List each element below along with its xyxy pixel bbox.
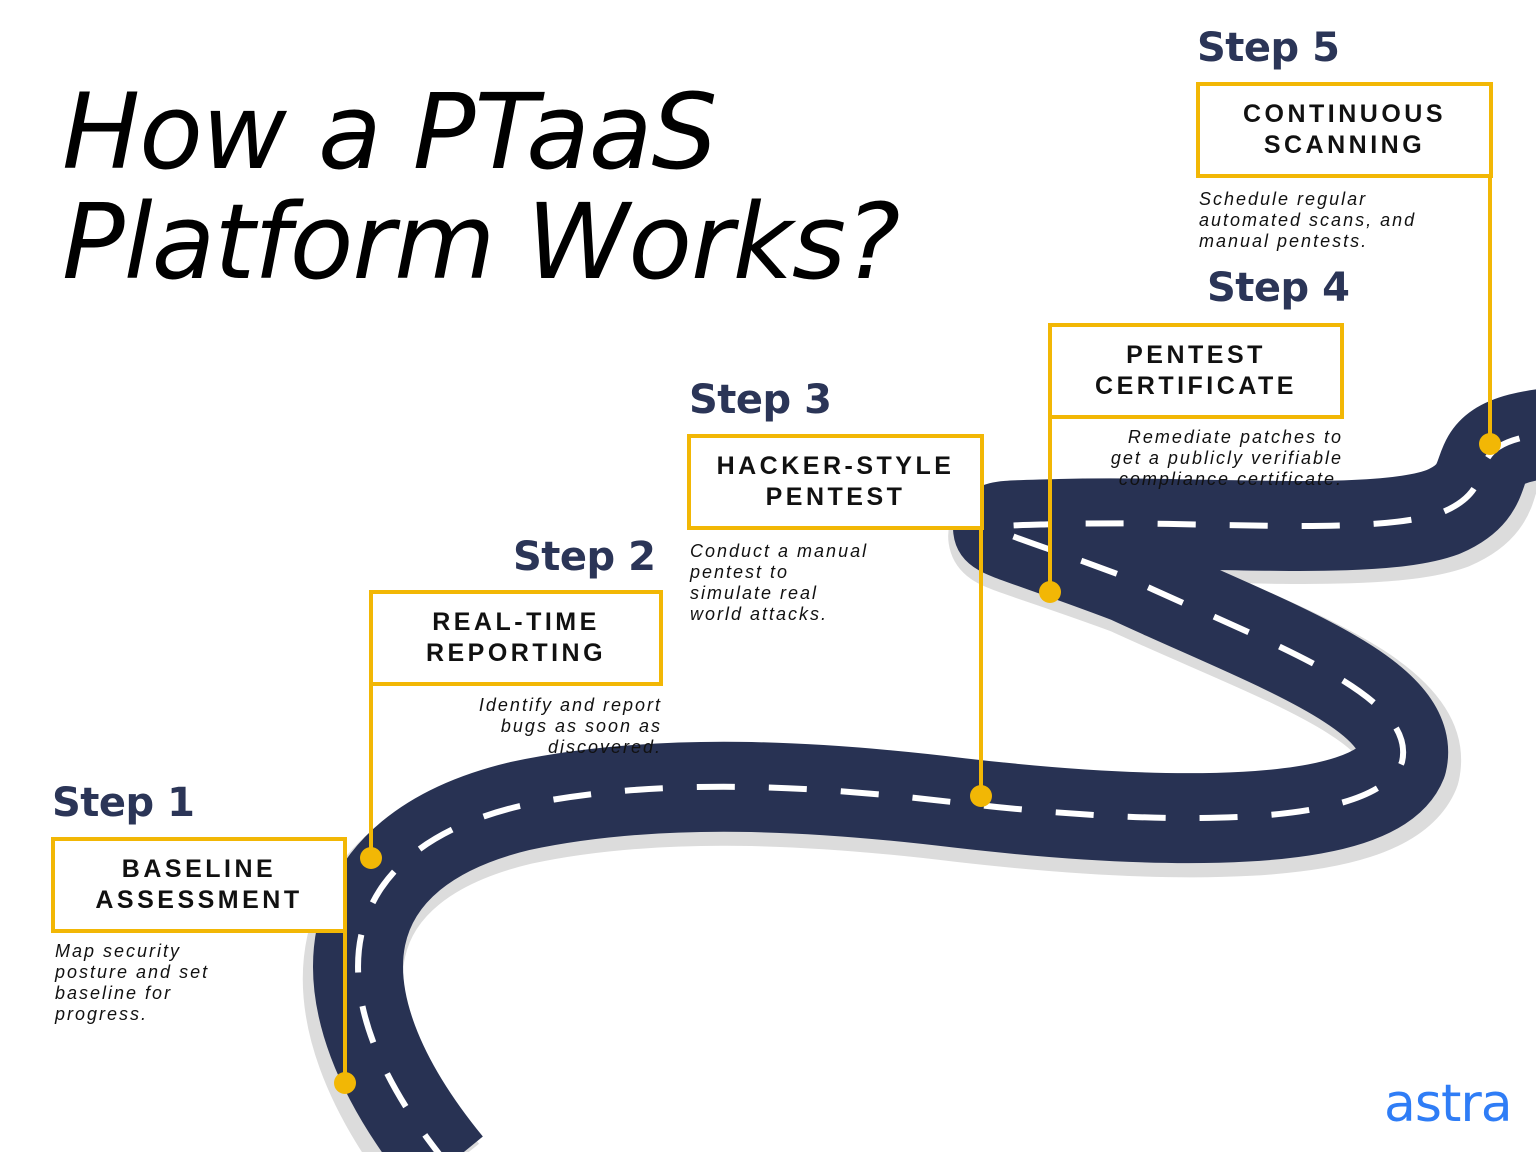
step-5-description-line-3: manual pentests. (1199, 231, 1369, 251)
step-3-box: HACKER-STYLE PENTEST (687, 434, 984, 530)
step-1-box-line-2: ASSESSMENT (95, 886, 303, 914)
step-4-description-line-3: compliance certificate. (1118, 469, 1343, 489)
step-2-marker-dot (360, 847, 382, 869)
lane-markings (355, 431, 1536, 1152)
step-3-marker-dot (970, 785, 992, 807)
step-3-description: Conduct a manual pentest to simulate rea… (690, 541, 868, 625)
page-title-line-2: Platform Works? (62, 181, 900, 303)
step-1-description-line-2: posture and set (55, 962, 210, 982)
step-3-description-line-2: pentest to (690, 562, 790, 582)
step-4-label: Step 4 (1207, 265, 1350, 311)
step-5-description-line-2: automated scans, and (1199, 210, 1417, 230)
step-5-box-line-2: SCANNING (1263, 131, 1426, 159)
step-2-description: Identify and report bugs as soon as disc… (380, 695, 662, 758)
step-2-label: Step 2 (513, 534, 656, 580)
step-3-description-line-1: Conduct a manual (690, 541, 869, 561)
page-title-line-1: How a PTaaS (62, 71, 718, 193)
step-1-description-line-3: baseline for (55, 983, 173, 1003)
step-4-box-line-2: CERTIFICATE (1095, 372, 1297, 400)
step-3-label: Step 3 (689, 377, 832, 423)
step-3-box-line-1: HACKER-STYLE (716, 452, 955, 480)
step-1-label: Step 1 (52, 780, 195, 826)
step-1-description: Map security posture and set baseline fo… (55, 941, 209, 1025)
step-2-box-line-1: REAL-TIME (432, 608, 600, 636)
step-2-description-line-3: discovered. (547, 737, 662, 757)
step-5-description: Schedule regular automated scans, and ma… (1199, 189, 1416, 252)
step-5-description-line-1: Schedule regular (1199, 189, 1368, 209)
step-2-box-line-2: REPORTING (425, 639, 607, 667)
step-4-description-line-2: get a publicly verifiable (1110, 448, 1343, 468)
step-1-box: BASELINE ASSESSMENT (51, 837, 347, 933)
step-1-description-line-1: Map security (55, 941, 182, 961)
step-5-label: Step 5 (1197, 25, 1340, 71)
step-2-description-line-1: Identify and report (478, 695, 662, 715)
step-1-box-line-1: BASELINE (121, 855, 277, 883)
step-4-marker-dot (1039, 581, 1061, 603)
step-4-description: Remediate patches to get a publicly veri… (1030, 427, 1343, 490)
step-2-box: REAL-TIME REPORTING (369, 590, 663, 686)
step-4-box: PENTEST CERTIFICATE (1048, 323, 1344, 419)
astra-logo: astra (1384, 1074, 1513, 1134)
step-5-marker-dot (1479, 433, 1501, 455)
step-5-box: CONTINUOUS SCANNING (1196, 82, 1493, 178)
step-3-description-line-4: world attacks. (690, 604, 829, 624)
step-4-box-line-1: PENTEST (1126, 341, 1266, 369)
step-2-description-line-2: bugs as soon as (500, 716, 662, 736)
step-1-description-line-4: progress. (55, 1004, 149, 1024)
step-4-description-line-1: Remediate patches to (1127, 427, 1343, 447)
step-1-marker-dot (334, 1072, 356, 1094)
step-5-box-line-1: CONTINUOUS (1242, 100, 1447, 128)
step-3-description-line-3: simulate real (690, 583, 819, 603)
step-3-box-line-2: PENTEST (765, 483, 906, 511)
